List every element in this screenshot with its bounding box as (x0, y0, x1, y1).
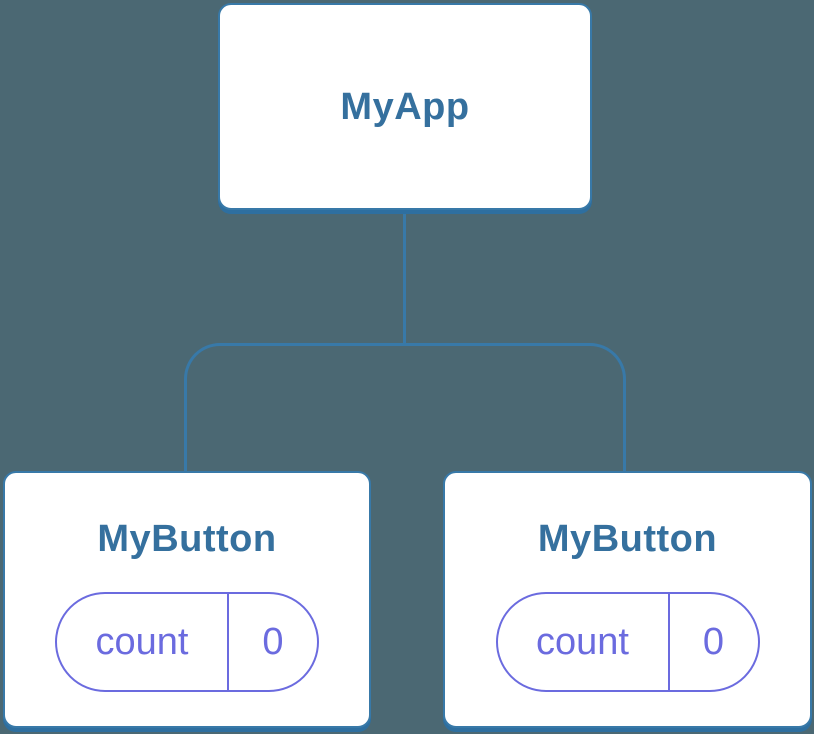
component-label-child-right: MyButton (537, 518, 718, 560)
state-key-left: count (57, 594, 229, 690)
component-node-child-left: MyButton count 0 (3, 471, 371, 728)
component-label-child-left: MyButton (97, 518, 277, 560)
state-value-right: 0 (702, 620, 725, 663)
connector-bracket-line (184, 343, 626, 473)
connector-stem-line (403, 208, 406, 346)
state-value-left: 0 (262, 620, 284, 663)
state-pill-left: count 0 (55, 592, 319, 692)
component-label-root: MyApp (340, 85, 470, 128)
state-key-right: count (498, 594, 670, 690)
component-node-child-right: MyButton count 0 (443, 471, 812, 728)
state-pill-right: count 0 (495, 592, 760, 692)
component-node-root: MyApp (218, 3, 592, 210)
